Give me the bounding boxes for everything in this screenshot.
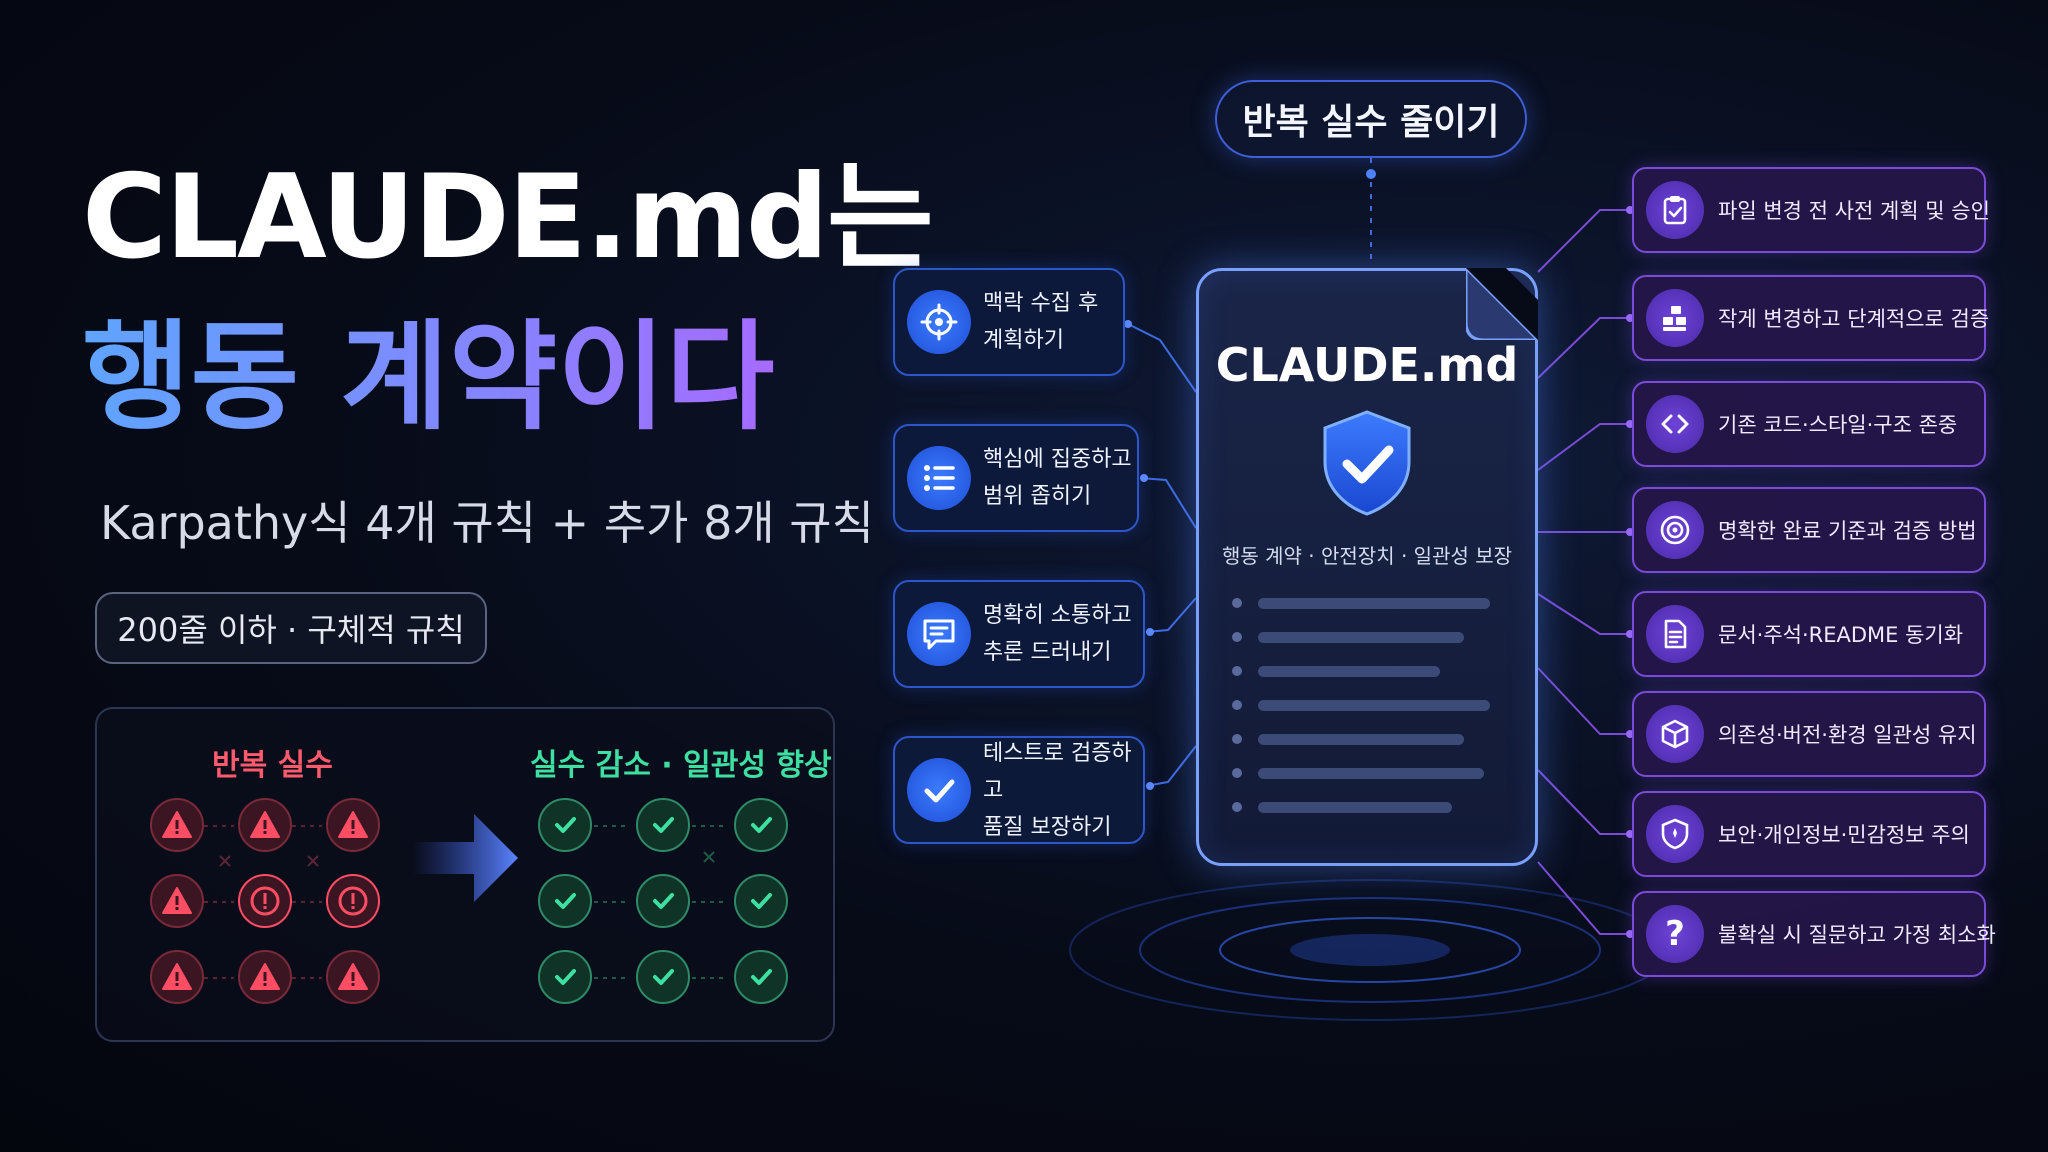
left-rule-label: 테스트로 검증하고 품질 보장하기 (983, 740, 1132, 840)
right-rule-label: 파일 변경 전 사전 계획 및 승인 (1718, 199, 1990, 223)
shield-icon (1646, 805, 1704, 863)
comparison-panel (95, 707, 835, 1042)
list-icon (907, 446, 971, 510)
bullet-dot (1232, 768, 1242, 778)
text-line-placeholder (1258, 598, 1490, 609)
warning-icon (326, 950, 380, 1004)
center-top-label: 반복 실수 줄이기 (1215, 80, 1527, 158)
bullet-dot (1232, 734, 1242, 744)
before-label: 반복 실수 (212, 748, 333, 783)
check-icon (636, 950, 690, 1004)
after-grid (538, 798, 788, 1008)
right-rule-label: 작게 변경하고 단계적으로 검증 (1718, 307, 1990, 331)
check-icon (734, 798, 788, 852)
left-rule-card-3: 명확히 소통하고 추론 드러내기 (893, 580, 1145, 688)
headline-title: CLAUDE.md는 (82, 150, 934, 285)
left-rule-card-2: 핵심에 집중하고 범위 좁히기 (893, 424, 1139, 532)
right-rule-card-1: 파일 변경 전 사전 계획 및 승인 (1632, 167, 1990, 253)
bullet-dot (1232, 598, 1242, 608)
exclamation-icon (238, 874, 292, 928)
clipboard-check-icon (1646, 181, 1704, 239)
bullet-dot (1232, 666, 1242, 676)
blocks-icon (1646, 289, 1704, 347)
document-caption: 행동 계약 · 안전장치 · 일관성 보장 (1221, 544, 1513, 568)
before-grid-links (204, 825, 322, 979)
after-grid-links (594, 825, 724, 979)
left-rule-label: 핵심에 집중하고 범위 좁히기 (983, 447, 1132, 509)
glow-base (1069, 879, 1671, 1021)
right-rule-card-5: 문서·주석·README 동기화 (1632, 591, 1986, 677)
left-rule-label: 맥락 수집 후 계획하기 (983, 291, 1099, 353)
right-rule-label: 의존성·버전·환경 일관성 유지 (1718, 723, 1977, 747)
document-lines (1232, 598, 1512, 818)
question-icon: ? (1646, 905, 1704, 963)
warning-icon (326, 798, 380, 852)
cube-icon (1646, 705, 1704, 763)
bullet-dot (1232, 700, 1242, 710)
warning-icon (150, 798, 204, 852)
chat-icon (907, 602, 971, 666)
warning-icon (150, 874, 204, 928)
left-rule-card-4: 테스트로 검증하고 품질 보장하기 (893, 736, 1145, 844)
bullet-dot (1232, 632, 1242, 642)
check-icon (538, 874, 592, 928)
document-icon (1646, 605, 1704, 663)
text-line-placeholder (1258, 700, 1490, 711)
target-icon (1646, 501, 1704, 559)
left-rule-label: 명확히 소통하고 추론 드러내기 (983, 603, 1132, 665)
rule-count-pill: 200줄 이하 · 구체적 규칙 (95, 592, 487, 664)
right-rule-card-6: 의존성·버전·환경 일관성 유지 (1632, 691, 1986, 777)
left-rule-card-1: 맥락 수집 후 계획하기 (893, 268, 1125, 376)
right-rule-card-7: 보안·개인정보·민감정보 주의 (1632, 791, 1986, 877)
bullet-dot (1232, 802, 1242, 812)
text-line-placeholder (1258, 802, 1452, 813)
exclamation-icon (326, 874, 380, 928)
headline-subtitle: Karpathy식 4개 규칙 + 추가 8개 규칙 (100, 496, 874, 550)
check-icon (636, 874, 690, 928)
right-rule-label: 문서·주석·README 동기화 (1718, 623, 1964, 647)
warning-icon (238, 950, 292, 1004)
claude-md-document (1196, 268, 1538, 866)
right-rule-label: 보안·개인정보·민감정보 주의 (1718, 823, 1970, 847)
check-icon (907, 758, 971, 822)
check-icon (538, 798, 592, 852)
text-line-placeholder (1258, 768, 1484, 779)
right-rule-label: 불확실 시 질문하고 가정 최소화 (1718, 923, 1996, 947)
right-rule-label: 명확한 완료 기준과 검증 방법 (1718, 519, 1977, 543)
page-fold-icon (1466, 268, 1538, 340)
check-icon (734, 950, 788, 1004)
right-rule-card-3: 기존 코드·스타일·구조 존중 (1632, 381, 1986, 467)
check-icon (538, 950, 592, 1004)
text-line-placeholder (1258, 734, 1464, 745)
check-icon (636, 798, 690, 852)
after-label: 실수 감소 · 일관성 향상 (530, 748, 832, 783)
transition-arrow-icon (412, 814, 518, 902)
warning-icon (150, 950, 204, 1004)
right-rule-card-8: ? 불확실 시 질문하고 가정 최소화 (1632, 891, 1996, 977)
text-line-placeholder (1258, 632, 1464, 643)
crosshair-icon (907, 290, 971, 354)
shield-check-icon (1323, 410, 1411, 516)
right-rule-card-2: 작게 변경하고 단계적으로 검증 (1632, 275, 1990, 361)
headline-emphasis: 행동 계약이다 (82, 308, 775, 446)
document-title: CLAUDE.md (1215, 338, 1519, 392)
right-rule-label: 기존 코드·스타일·구조 존중 (1718, 413, 1958, 437)
text-line-placeholder (1258, 666, 1440, 677)
right-rule-card-4: 명확한 완료 기준과 검증 방법 (1632, 487, 1986, 573)
before-grid (150, 798, 390, 1008)
warning-icon (238, 798, 292, 852)
check-icon (734, 874, 788, 928)
code-icon (1646, 395, 1704, 453)
